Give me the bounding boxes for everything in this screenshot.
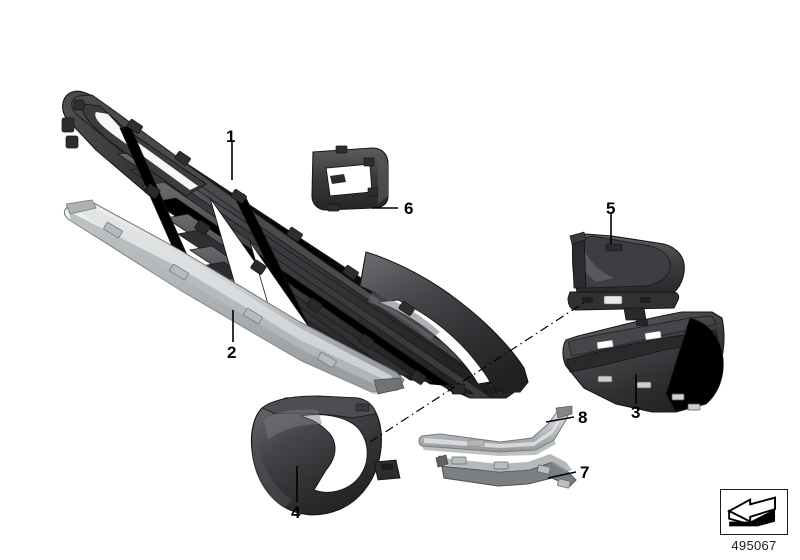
leader-lines [231,140,637,502]
callout-number-5: 5 [606,199,616,218]
direction-arrow-icon [727,496,776,527]
part-6-sensor-bezel-frame [311,145,389,212]
callout-number-7: 7 [580,463,590,482]
part-5-air-duct-bracket-right [567,231,685,321]
callout-number-6: 6 [404,199,414,218]
leader-7 [547,471,577,479]
callout-number-2: 2 [227,343,237,362]
assembly-center-line [369,299,589,443]
callout-number-1: 1 [226,127,236,146]
diagram-number: 495067 [731,538,777,553]
orientation-icon-box [720,489,788,535]
callout-number-8: 8 [578,408,588,427]
part-7-lower-trim-bracket-dark [435,454,577,489]
part-3-side-air-intake-trim-right [562,311,725,413]
part-4-air-duct-cover-left [250,395,401,516]
part-8-chrome-trim-strip-corner [418,405,573,456]
leader-8 [545,416,575,423]
part-2-chrome-trim-strip-lower [63,199,405,395]
callout-number-4: 4 [291,503,301,522]
callout-number-3: 3 [631,403,641,422]
